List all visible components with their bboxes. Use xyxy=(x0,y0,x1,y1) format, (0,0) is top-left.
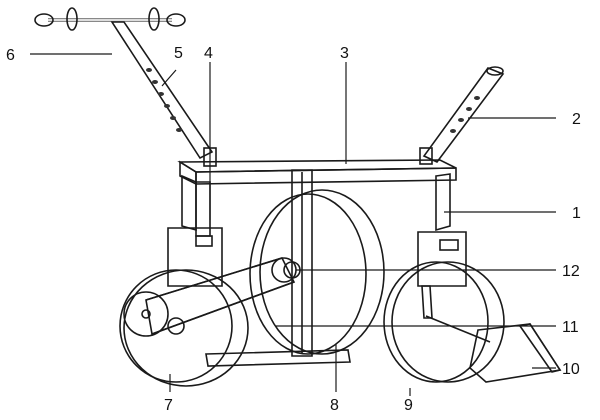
handle-tube-right xyxy=(422,66,505,163)
left-bracket xyxy=(167,174,223,287)
center-post xyxy=(291,169,313,357)
callout-7: 7 xyxy=(164,397,173,414)
callout-6: 6 xyxy=(6,47,15,64)
callout-9: 9 xyxy=(404,397,413,414)
handle-tube-left xyxy=(110,21,214,160)
wheel-right xyxy=(383,261,505,383)
callout-3: 3 xyxy=(340,45,349,62)
bottom-plate xyxy=(205,349,351,367)
callout-5: 5 xyxy=(174,45,183,62)
press-disc xyxy=(249,189,385,355)
main-frame xyxy=(177,147,457,186)
belt-drive xyxy=(123,257,301,337)
callout-labels: 6 5 4 3 2 1 12 11 10 7 8 9 xyxy=(6,45,581,414)
wheel-left xyxy=(119,269,249,387)
callout-8: 8 xyxy=(330,397,339,414)
handle-grip xyxy=(34,7,186,31)
callout-11: 11 xyxy=(562,319,579,336)
callout-4: 4 xyxy=(204,45,213,62)
callout-12: 12 xyxy=(562,263,580,280)
callout-10: 10 xyxy=(562,361,580,378)
callout-1: 1 xyxy=(572,205,581,222)
right-bracket xyxy=(417,173,467,319)
furrow-opener xyxy=(425,315,562,383)
callout-2: 2 xyxy=(572,111,581,128)
leader-lines xyxy=(30,53,556,396)
